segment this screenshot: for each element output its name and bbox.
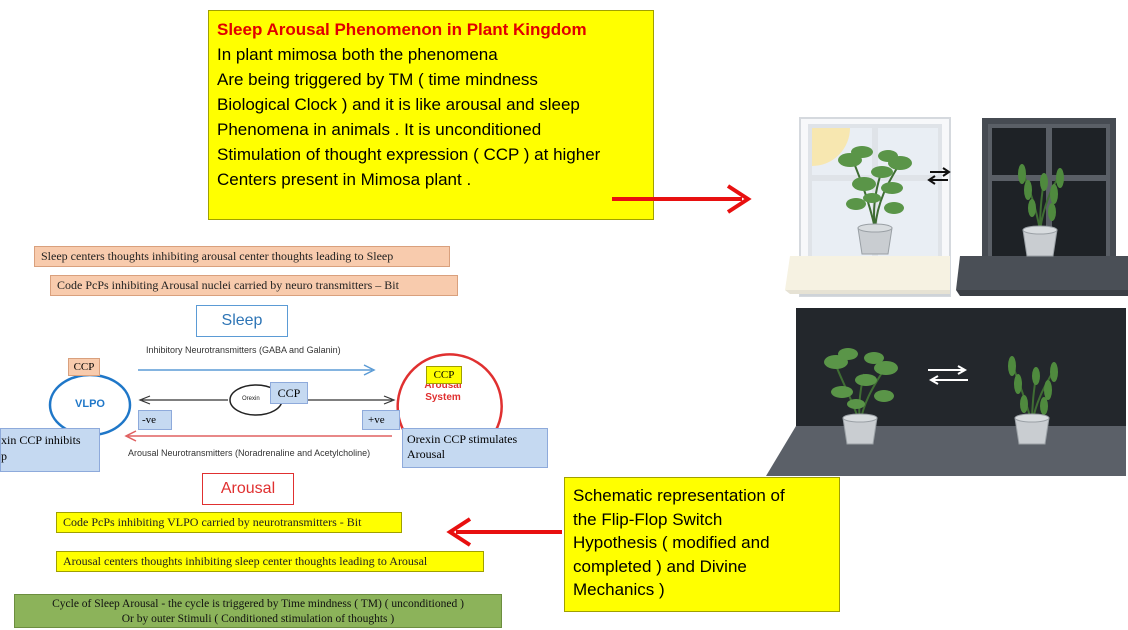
schematic-line-4: completed ) and Divine [573,556,747,576]
schematic-line-1: Schematic representation of [573,486,785,505]
sleep-label-box: Sleep [196,305,288,337]
orexin-left-arrow [138,395,228,405]
sleep-centers-note: Sleep centers thoughts inhibiting arousa… [34,246,450,267]
title-line-4: Phenomena in animals . It is uncondition… [217,120,542,139]
arousal-nt-text: Arousal Neurotransmitters (Noradrenaline… [128,448,371,458]
orexin-stimulates-line-1: Orexin CCP stimulates [407,432,518,446]
orexin-right-arrow [306,395,396,405]
cycle-line-2: Or by outer Stimuli ( Conditioned stimul… [121,613,395,625]
orexin-inhibits-box: xin CCP inhibits p [0,428,100,472]
title-line-5: Stimulation of thought expression ( CCP … [217,145,601,164]
arousal-nt-arrow [124,430,392,442]
day-scene [785,117,951,297]
schematic-line-3: Hypothesis ( modified and [573,533,770,552]
night-plant [1018,164,1064,231]
schematic-line-2: the Flip-Flop Switch [573,509,723,529]
arousal-centers-note: Arousal centers thoughts inhibiting slee… [56,551,484,572]
day-plant [838,146,912,229]
ccp-box-arousal: CCP [426,366,462,384]
night-scene [956,118,1128,296]
comparison-scene [766,308,1126,476]
title-line-6: Centers present in Mimosa plant . [217,170,472,189]
arousal-system-circle [396,353,503,452]
title-line-1: In plant mimosa both the phenomena [217,45,498,64]
title-text-box: Sleep Arousal Phenomenon in Plant Kingdo… [208,10,654,220]
arousal-system-label-1: Arousal [424,380,462,391]
comparison-arrows [928,365,968,385]
orexin-stimulates-box: Orexin CCP stimulates Arousal [402,428,548,468]
positive-label: +ve [362,410,400,430]
mimosa-illustration [766,117,1128,476]
day-night-arrows [927,167,951,185]
orexin-stimulates-line-2: Arousal [407,447,445,461]
orexin-inhibits-line-1: xin CCP inhibits [1,433,81,447]
cycle-line-1: Cycle of Sleep Arousal - the cycle is tr… [52,598,464,610]
code-vlpo-note: Code PcPs inhibiting VLPO carried by neu… [56,512,402,533]
title-line-3: Biological Clock ) and it is like arousa… [217,95,580,114]
schematic-line-5: Mechanics ) [573,580,665,599]
inhibitory-nt-text: Inhibitory Neurotransmitters (GABA and G… [146,345,341,355]
arousal-system-label: Arousal System [418,380,468,404]
arousal-label-box: Arousal [202,473,294,505]
arousal-system-label-2: System [425,392,461,403]
orexin-label: Orexin [242,396,260,402]
flip-flop-diagram [48,353,503,452]
schematic-caption-box: Schematic representation of the Flip-Flo… [564,477,840,612]
open-plant [824,348,898,425]
sun-glow [812,128,850,166]
ccp-box-vlpo: CCP [68,358,100,376]
vlpo-label: VLPO [75,398,105,410]
inhibitory-arrow [138,364,376,376]
closed-plant [1008,356,1058,425]
orexin-inhibits-line-2: p [1,449,7,463]
title-line-2: Are being triggered by TM ( time mindnes… [217,70,538,89]
cycle-box: Cycle of Sleep Arousal - the cycle is tr… [14,594,502,628]
title-heading: Sleep Arousal Phenomenon in Plant Kingdo… [217,20,587,39]
code-arousal-note: Code PcPs inhibiting Arousal nuclei carr… [50,275,458,296]
negative-label: -ve [138,410,172,430]
ccp-box-orexin: CCP [270,382,308,404]
